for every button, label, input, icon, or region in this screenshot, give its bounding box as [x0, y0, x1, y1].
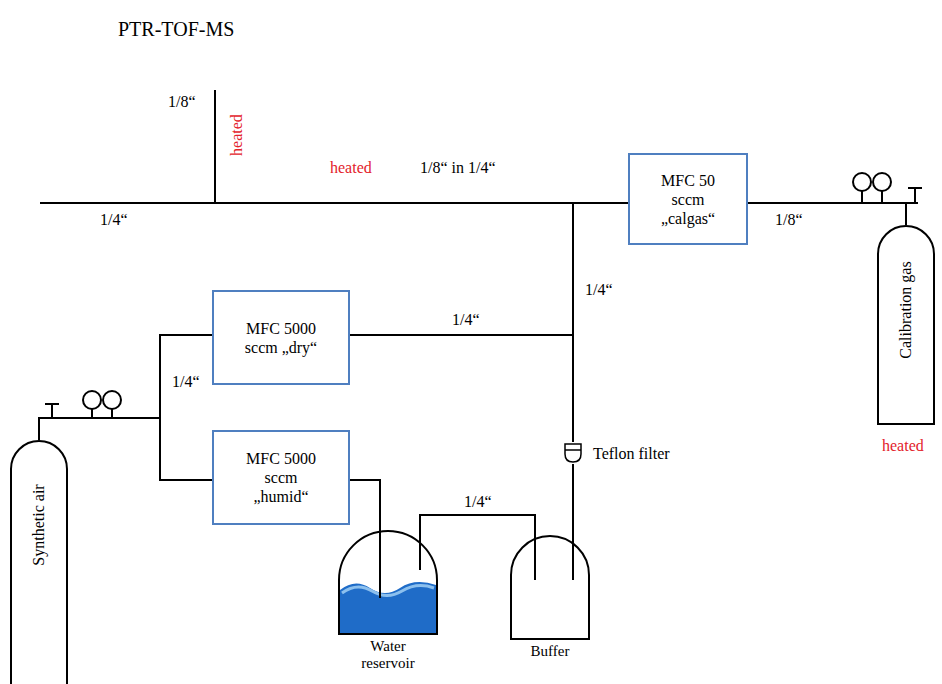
inlet-line — [214, 90, 216, 203]
node-label: MFC 50 sccm „calgas“ — [643, 171, 733, 228]
gas-line — [748, 203, 906, 225]
node-label: Calibration gas — [897, 260, 915, 360]
tube-size: 1/4“ — [452, 310, 480, 329]
mass-flow-controller: MFC 50 sccm „calgas“ — [628, 153, 748, 245]
mass-flow-controller: MFC 5000 sccm „dry“ — [212, 290, 350, 385]
filter-symbol — [563, 442, 583, 464]
dip-tube — [419, 530, 421, 570]
tube-size: 1/4“ — [172, 372, 200, 391]
pressure-gauge — [83, 391, 101, 409]
dip-tube — [379, 530, 381, 598]
gas-line — [573, 203, 628, 442]
node-label: Teflon filter — [593, 444, 670, 463]
mass-flow-controller: MFC 5000 sccm „humid“ — [212, 430, 350, 525]
gauge-stem — [91, 409, 93, 418]
vessel-outline — [338, 530, 438, 635]
instrument-name: PTR-TOF-MS — [118, 20, 234, 39]
filter-membrane — [565, 449, 581, 451]
regulator-handle — [908, 187, 922, 189]
gauge-stem — [881, 191, 883, 203]
heated-note: heated — [227, 114, 246, 156]
gas-line — [350, 203, 628, 335]
heated-note: heated — [882, 436, 924, 455]
teflon-filter: Teflon filter — [563, 442, 670, 464]
tube-size: 1/4“ — [100, 210, 128, 229]
gas-cylinder: Synthetic air — [10, 440, 68, 684]
gas-line — [572, 464, 574, 535]
tube-size: 1/8“ — [168, 92, 196, 111]
tube-size: 1/8“ in 1/4“ — [420, 158, 496, 177]
filter-housing — [565, 444, 581, 462]
gas-line — [39, 335, 212, 440]
regulator-handle — [45, 403, 59, 405]
regulator-stem — [51, 404, 53, 418]
node-label: MFC 5000 sccm „dry“ — [236, 319, 326, 357]
cylinder-body — [878, 226, 934, 424]
node-label: Buffer — [510, 643, 590, 660]
buffer-vessel: Buffer — [510, 535, 590, 660]
water-reservoir: Water reservoir — [338, 530, 438, 672]
gas-line — [420, 515, 535, 535]
node-label: MFC 5000 sccm „humid“ — [236, 449, 326, 506]
vessel-outline — [510, 535, 590, 640]
water — [340, 582, 436, 633]
node-label: Synthetic air — [30, 455, 48, 595]
pressure-gauge — [853, 173, 871, 191]
gauge-stem — [861, 191, 863, 203]
vessel-body — [511, 536, 589, 639]
tube-size: 1/4“ — [464, 492, 492, 511]
dip-tube — [534, 535, 536, 580]
gas-line — [350, 480, 380, 530]
gas-cylinder: Calibration gas — [877, 225, 935, 425]
cylinder-body — [11, 441, 67, 684]
node-label: Water reservoir — [343, 638, 433, 672]
water-wave — [342, 586, 434, 596]
regulator-stem — [914, 188, 916, 203]
main-line — [40, 202, 574, 204]
tube-size: 1/8“ — [775, 210, 803, 229]
pressure-gauge — [873, 173, 891, 191]
vessel-body — [339, 531, 437, 634]
heated-note: heated — [330, 158, 372, 177]
pressure-gauge — [103, 391, 121, 409]
tube-size: 1/4“ — [585, 280, 613, 299]
gauge-stem — [111, 409, 113, 418]
